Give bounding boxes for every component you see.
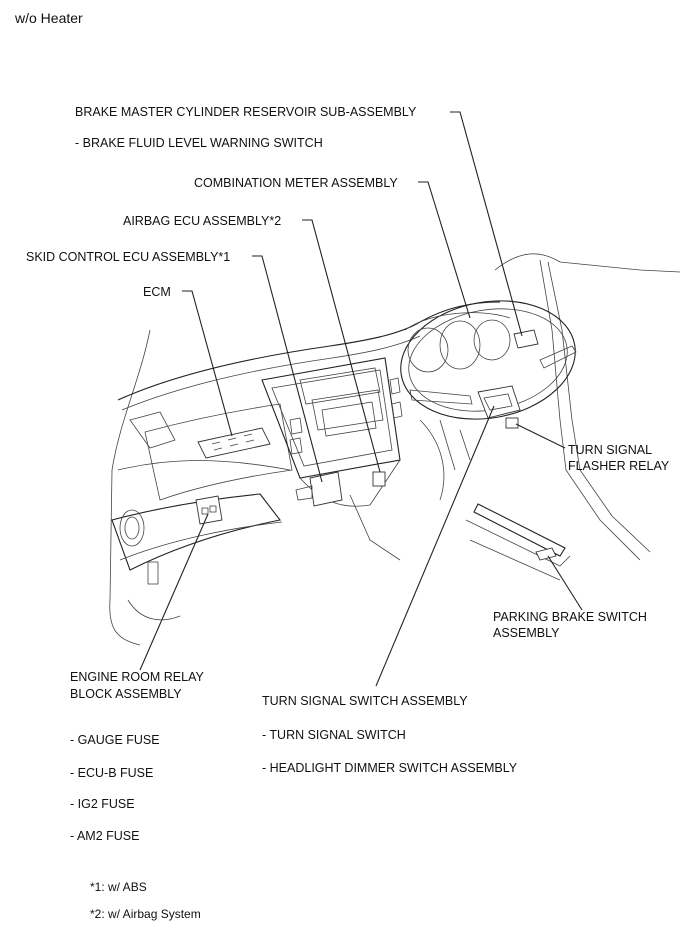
skid-control-ecu-part [309, 471, 343, 507]
leader-combination-meter [418, 181, 471, 319]
leader-turn-signal [375, 405, 495, 687]
fuse-item: - AM2 FUSE [70, 829, 140, 843]
dashboard-top [117, 301, 501, 401]
leader-parking-brake [547, 555, 583, 611]
fuse-item: - GAUGE FUSE [70, 733, 160, 747]
relay-block-part [195, 495, 223, 525]
label-flasher-relay-line1: TURN SIGNAL [568, 443, 653, 457]
label-flasher-relay-line2: FLASHER RELAY [568, 459, 670, 473]
label-combination-meter: COMBINATION METER ASSEMBLY [194, 176, 398, 190]
label-brake-master: BRAKE MASTER CYLINDER RESERVOIR SUB-ASSE… [75, 105, 417, 119]
side-vent [119, 509, 145, 547]
leader-flasher [515, 423, 566, 449]
label-parking-brake-line2: ASSEMBLY [493, 626, 560, 640]
ecm-part [197, 427, 271, 459]
gauge-left [407, 327, 449, 373]
turn-signal-stalk [409, 389, 473, 405]
label-turn-signal-switch-sub: - TURN SIGNAL SWITCH [262, 728, 406, 742]
fuse-item: - IG2 FUSE [70, 797, 135, 811]
label-relay-block-line2: BLOCK ASSEMBLY [70, 687, 182, 701]
label-headlight-dimmer: - HEADLIGHT DIMMER SWITCH ASSEMBLY [262, 761, 518, 775]
a-pillar [109, 329, 151, 646]
footnote: *2: w/ Airbag System [90, 907, 201, 921]
steering-wheel [400, 300, 576, 420]
door-frame [494, 253, 681, 273]
glove-box [144, 403, 293, 501]
label-airbag-ecu: AIRBAG ECU ASSEMBLY*2 [123, 214, 282, 228]
parking-brake-lever [473, 503, 566, 557]
lower-panel [111, 493, 281, 571]
airbag-ecu-part [372, 471, 386, 487]
label-ecm: ECM [143, 285, 171, 299]
brake-reservoir-part [513, 329, 539, 349]
leader-brake-master [450, 111, 523, 337]
turn-signal-switch-body [477, 385, 521, 419]
flasher-relay-part [505, 417, 519, 429]
label-parking-brake-line1: PARKING BRAKE SWITCH [493, 610, 647, 624]
label-relay-block-line1: ENGINE ROOM RELAY [70, 670, 204, 684]
parking-brake-switch-part [535, 547, 557, 561]
page-title: w/o Heater [15, 10, 83, 26]
leader-lines [139, 111, 583, 687]
leader-airbag-ecu [302, 219, 381, 473]
leader-skid-control [252, 255, 323, 483]
leader-ecm [182, 290, 233, 437]
label-skid-control-ecu: SKID CONTROL ECU ASSEMBLY*1 [26, 250, 231, 264]
leader-relay-block [139, 513, 209, 671]
fuse-item: - ECU-B FUSE [70, 766, 154, 780]
footnote: *1: w/ ABS [90, 880, 147, 894]
label-brake-fluid-switch: - BRAKE FLUID LEVEL WARNING SWITCH [75, 136, 323, 150]
label-turn-signal-switch: TURN SIGNAL SWITCH ASSEMBLY [262, 694, 468, 708]
center-vents [299, 367, 381, 405]
